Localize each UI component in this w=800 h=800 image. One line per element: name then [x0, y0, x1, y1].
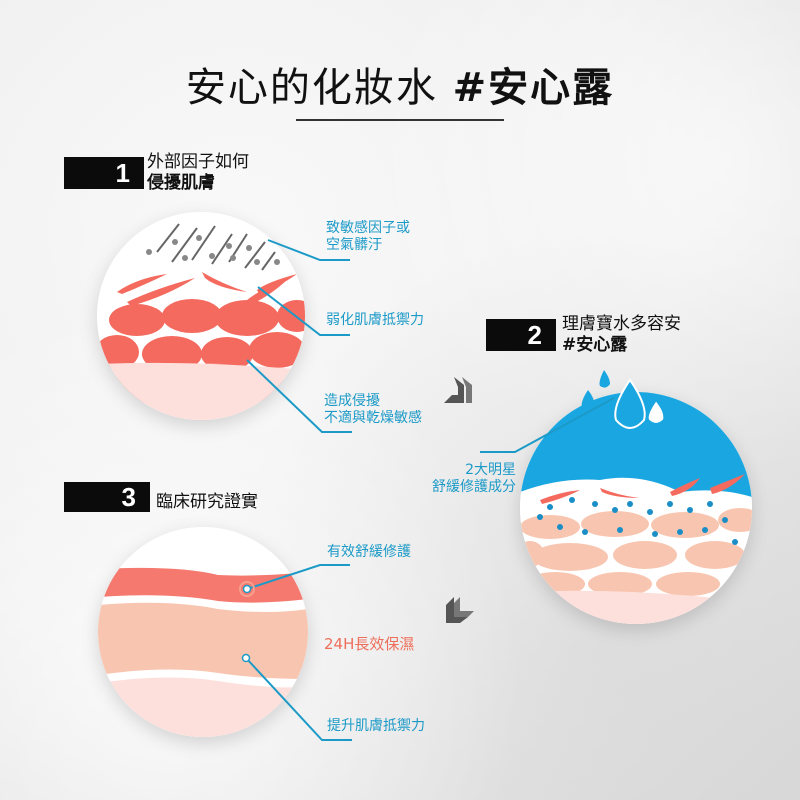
callout-weakened-barrier: 弱化肌膚抵禦力 — [326, 312, 424, 329]
callout-allergens: 致敏感因子或 空氣髒汙 — [326, 220, 410, 254]
step-1-line2: 侵擾肌膚 — [147, 173, 215, 193]
title-divider — [296, 119, 504, 121]
step-2-heading: 理膚寶水多容安 #安心露 — [562, 314, 681, 356]
title-hashtag: #安心露 — [452, 65, 615, 111]
callout-discomfort-line2: 不適與乾燥敏感 — [324, 410, 422, 426]
callout-allergens-line2: 空氣髒汙 — [326, 237, 382, 253]
step-1-badge: 1 — [64, 157, 144, 189]
skin-diagram-irritated — [97, 212, 305, 420]
callout-discomfort-line1: 造成侵擾 — [324, 393, 380, 409]
callout-soothe-repair-line1: 有效舒緩修護 — [327, 544, 411, 560]
step-3-badge: 3 — [64, 482, 150, 512]
callout-star-ingredients: 2大明星 舒緩修護成分 — [398, 462, 516, 496]
step-1-line1: 外部因子如何 — [147, 152, 249, 172]
step-1-number: 1 — [115, 157, 130, 188]
step-2-line1: 理膚寶水多容安 — [562, 314, 681, 334]
callout-barrier-boost-line1: 提升肌膚抵禦力 — [327, 718, 425, 734]
step-2-number: 2 — [527, 319, 542, 350]
callout-discomfort: 造成侵擾 不適與乾燥敏感 — [324, 393, 422, 427]
skin-diagram-healthy — [98, 527, 308, 737]
callout-24h-hydration-line1: 24H長效保濕 — [324, 635, 415, 653]
callout-soothe-repair: 有效舒緩修護 — [327, 544, 411, 561]
callout-weakened-barrier-line1: 弱化肌膚抵禦力 — [326, 312, 424, 328]
page-title: 安心的化妝水 #安心露 — [0, 55, 800, 113]
irritated-skin-illustration — [97, 212, 305, 420]
soothed-skin-illustration — [520, 392, 752, 624]
healthy-skin-illustration — [98, 527, 308, 737]
step-2-line2: #安心露 — [562, 335, 628, 355]
water-droplets-icon — [581, 370, 666, 429]
double-chevron-down-left-icon — [446, 597, 474, 623]
double-chevron-down-right-icon — [444, 377, 472, 403]
step-3-line1: 臨床研究證實 — [156, 492, 258, 512]
callout-24h-hydration: 24H長效保濕 — [324, 633, 414, 654]
callout-star-ingredients-line1: 2大明星 — [465, 462, 516, 478]
callout-star-ingredients-line2: 舒緩修護成分 — [432, 479, 516, 495]
step-3-heading: 臨床研究證實 — [156, 492, 258, 513]
step-2-badge: 2 — [486, 319, 556, 351]
callout-allergens-line1: 致敏感因子或 — [326, 220, 410, 236]
title-main: 安心的化妝水 — [185, 65, 453, 111]
step-1-heading: 外部因子如何 侵擾肌膚 — [147, 152, 249, 194]
callout-barrier-boost: 提升肌膚抵禦力 — [327, 718, 425, 735]
step-3-number: 3 — [121, 481, 136, 512]
